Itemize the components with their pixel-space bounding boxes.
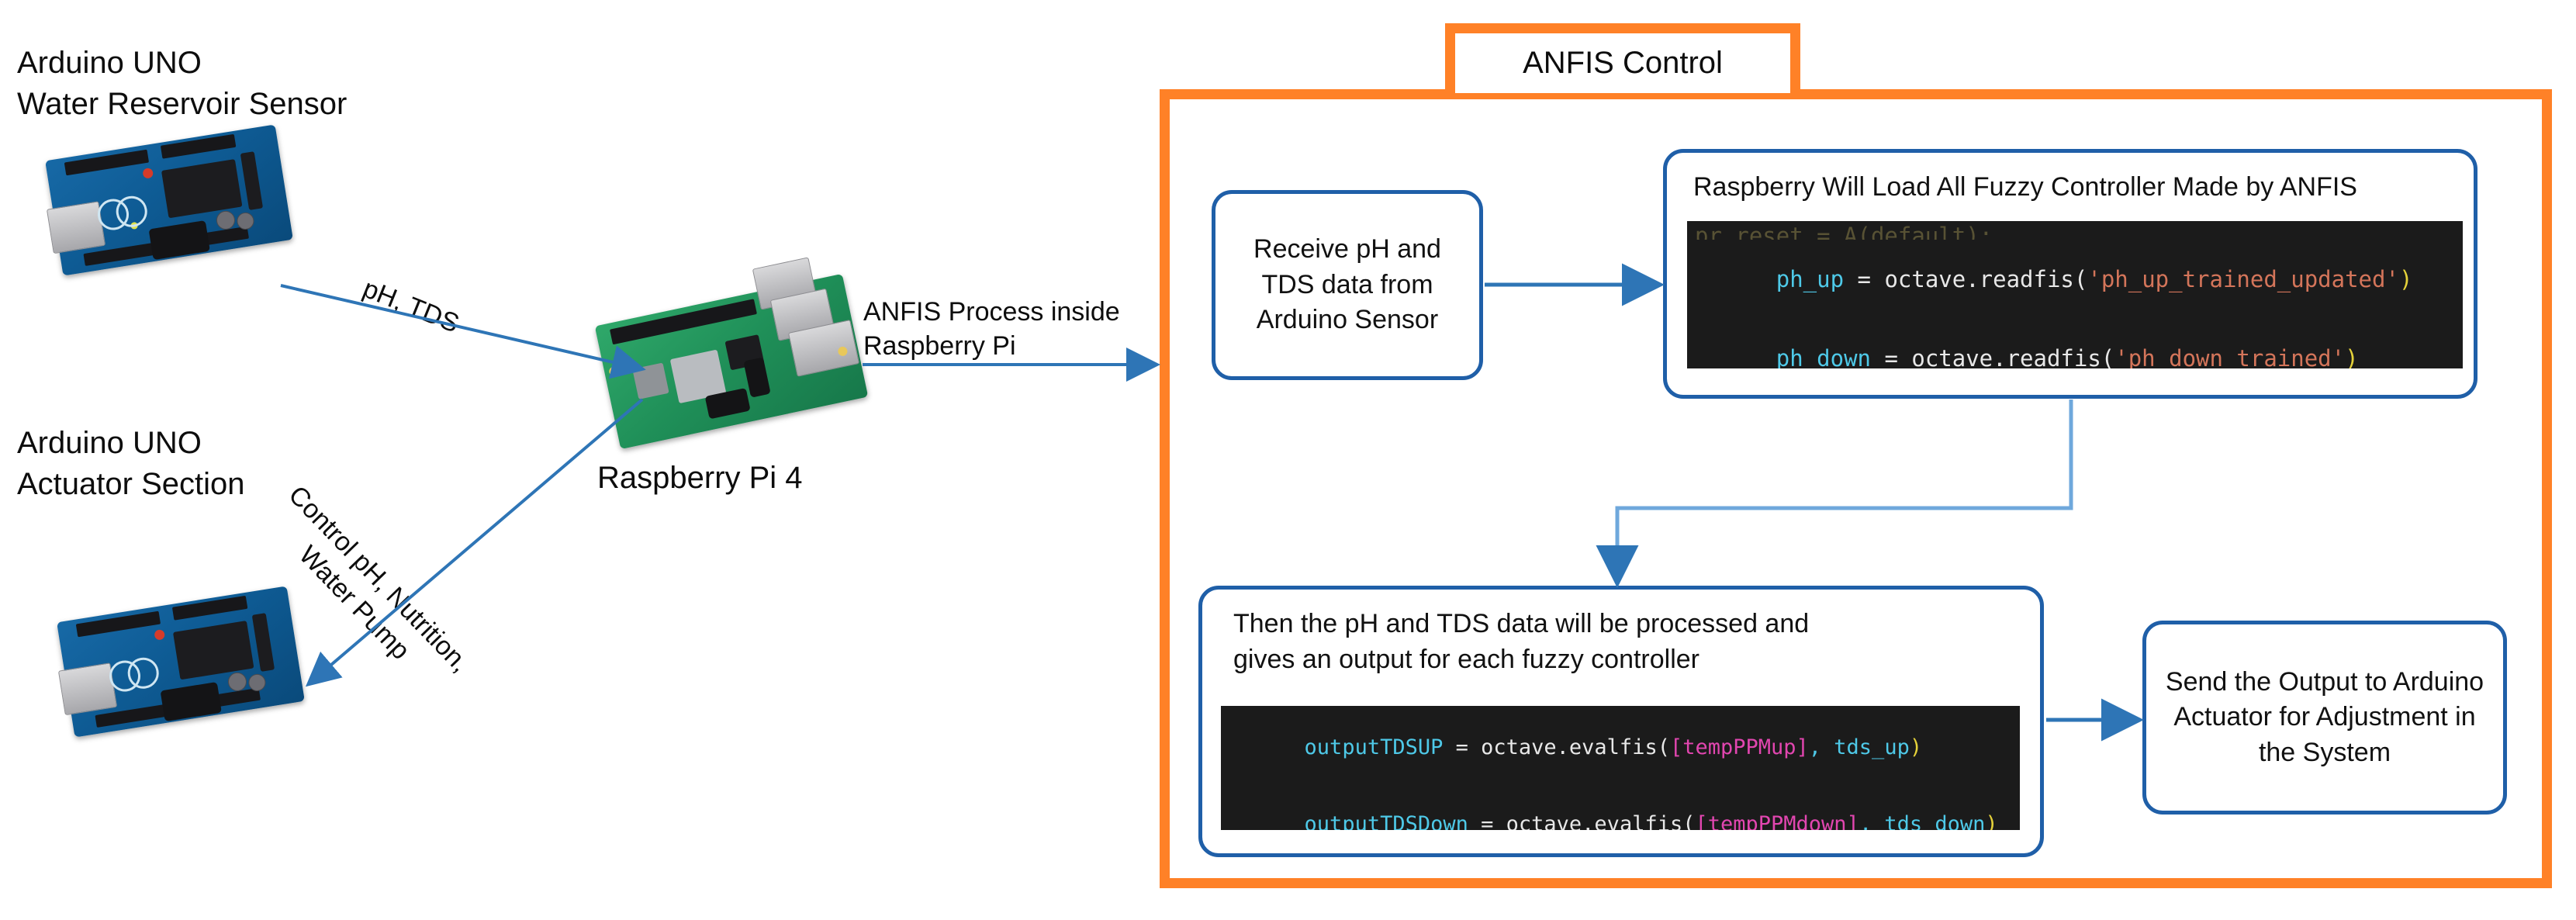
process-data-box[interactable]: Then the pH and TDS data will be process… bbox=[1198, 586, 2044, 857]
code-line-output-tdsup: outputTDSUP = octave.evalfis([tempPPMup]… bbox=[1304, 735, 1923, 759]
load-fuzzy-controller-box-text: Raspberry Will Load All Fuzzy Controller… bbox=[1693, 172, 2357, 202]
code-line-ph-up: ph_up = octave.readfis('ph_up_trained_up… bbox=[1776, 266, 2413, 292]
raspberry-pi-node-label: Raspberry Pi 4 bbox=[597, 461, 803, 495]
arduino-uno-actuator-image bbox=[57, 582, 314, 749]
anfis-control-tab-label: ANFIS Control bbox=[1523, 46, 1723, 80]
edge-label-sensor-to-pi: pH, TDS bbox=[358, 273, 464, 339]
raspberry-pi-4-image bbox=[594, 257, 877, 454]
sensor-node-label: Arduino UNO Water Reservoir Sensor bbox=[17, 46, 348, 121]
actuator-node-label: Arduino UNO Actuator Section bbox=[17, 426, 245, 501]
process-data-box-text: Then the pH and TDS data will be process… bbox=[1233, 609, 1810, 674]
code-block-evalfis: outputTDSUP = octave.evalfis([tempPPMup]… bbox=[1221, 706, 2020, 830]
code-line-ph-down: ph_down = octave.readfis('ph_down_traine… bbox=[1776, 345, 2359, 368]
receive-data-box[interactable]: Receive pH and TDS data from Arduino Sen… bbox=[1212, 190, 1483, 380]
edge-label-pi-to-anfis: ANFIS Process inside Raspberry Pi bbox=[863, 297, 1120, 361]
code-block-readfis: pr_reset = A(default); ph_up = octave.re… bbox=[1687, 221, 2463, 368]
anfis-control-tab: ANFIS Control bbox=[1445, 23, 1800, 93]
code-line-partial: pr_reset = A(default); bbox=[1695, 223, 1993, 240]
send-output-box-text: Send the Output to Arduino Actuator for … bbox=[2165, 666, 2484, 767]
receive-data-box-text: Receive pH and TDS data from Arduino Sen… bbox=[1253, 234, 1441, 335]
code-line-output-tdsdown: outputTDSDown = octave.evalfis([tempPPMd… bbox=[1304, 812, 1998, 830]
arduino-uno-sensor-image bbox=[45, 120, 303, 283]
send-output-box[interactable]: Send the Output to Arduino Actuator for … bbox=[2142, 621, 2507, 815]
load-fuzzy-controller-box[interactable]: Raspberry Will Load All Fuzzy Controller… bbox=[1663, 149, 2477, 399]
arrow-sensor-to-pi bbox=[280, 284, 646, 379]
